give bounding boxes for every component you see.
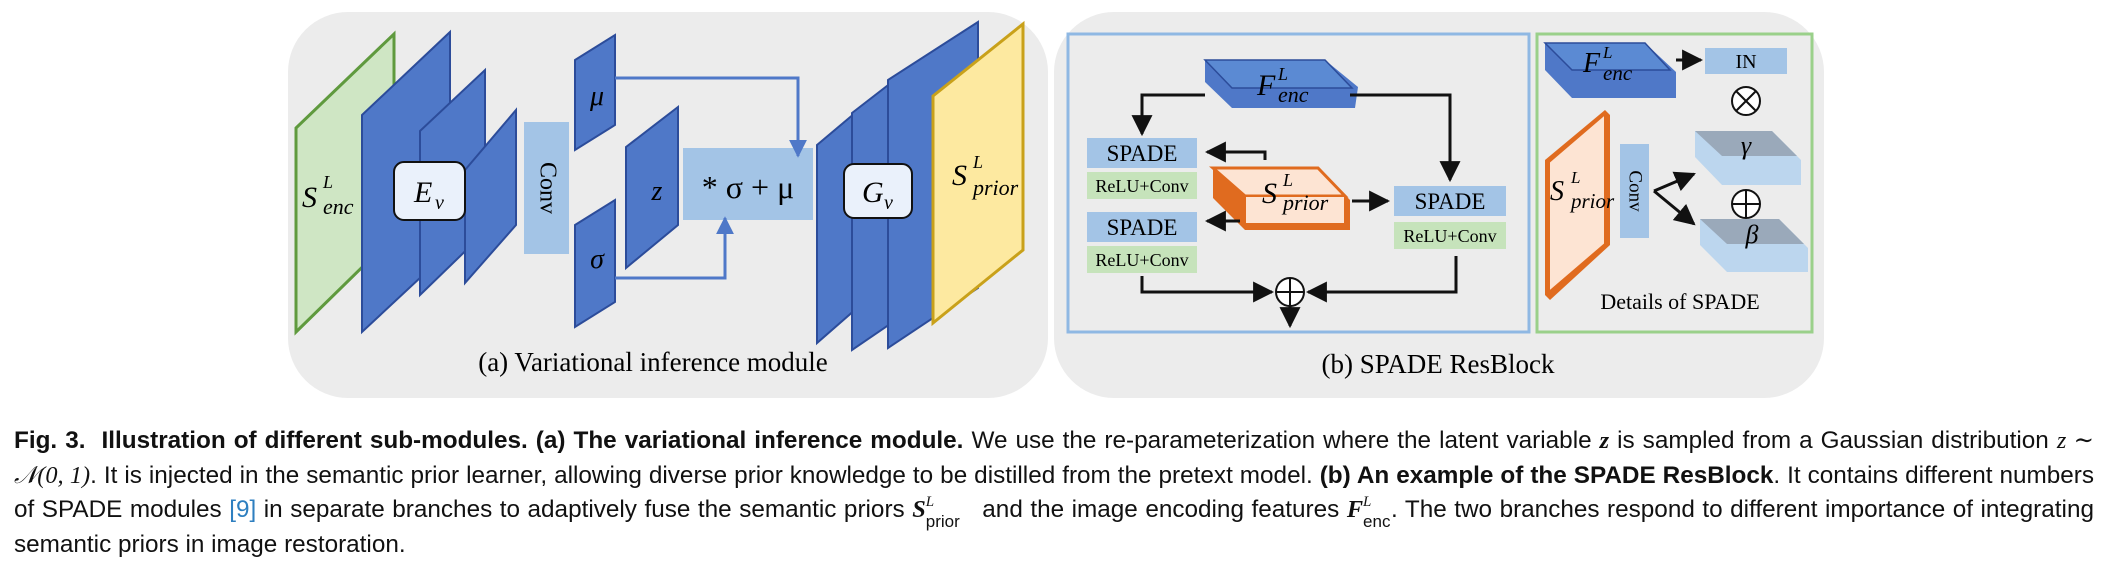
gamma-block: γ	[1695, 131, 1801, 185]
caption-t6: and the image encoding features	[982, 496, 1340, 523]
g-v-main: G	[862, 176, 884, 209]
f-enc-block-c: F L enc	[1543, 42, 1676, 98]
g-v-sub: v	[884, 192, 893, 214]
beta-label: β	[1745, 220, 1759, 249]
times-node	[1731, 86, 1761, 116]
sum-node-b	[1275, 277, 1305, 307]
spade-3: SPADE	[1394, 186, 1506, 216]
caption-a-label: (a) The variational inference module.	[535, 427, 964, 454]
conv-label-c: Conv	[1625, 170, 1646, 212]
f-enc-sup-c: L	[1602, 43, 1612, 62]
caption-z: z	[1599, 427, 1610, 454]
caption-t5: in separate branches to adaptively fuse …	[263, 496, 905, 523]
sigma-label: σ	[590, 244, 605, 275]
caption-f-main: F	[1346, 496, 1364, 523]
spade-2: SPADE	[1087, 212, 1197, 242]
panel-a-caption: (a) Variational inference module	[478, 347, 828, 377]
caption-b-label: (b) An example of the SPADE ResBlock	[1319, 461, 1774, 489]
relu-conv-3: ReLU+Conv	[1394, 222, 1506, 249]
reparam-arrows	[615, 76, 807, 280]
reparam-box: * σ + μ	[683, 148, 813, 220]
in-box: IN	[1705, 48, 1787, 74]
mu-block: μ	[574, 33, 616, 152]
spade-resblock-frame	[1066, 32, 1531, 334]
s-prior-main-b: S	[1262, 177, 1277, 210]
relu-conv-3-label: ReLU+Conv	[1403, 226, 1496, 246]
s-prior-block-b: S L prior	[1209, 166, 1350, 230]
s-prior-main-c: S	[1550, 176, 1564, 207]
encoder-blocks	[361, 29, 517, 335]
s-prior-block-c: S L prior	[1545, 110, 1615, 300]
resblock-arrows	[1131, 93, 1461, 329]
f-enc-main-c: F	[1582, 48, 1601, 79]
reparam-label: * σ + μ	[702, 169, 794, 205]
panel-a: S L enc E v Conv μ σ	[288, 12, 1048, 398]
z-block: z	[625, 104, 679, 271]
caption-s-sup: L	[925, 494, 935, 510]
conv-label-a: Conv	[534, 162, 560, 214]
relu-conv-1-label: ReLU+Conv	[1095, 176, 1188, 196]
f-enc-sub-c: enc	[1603, 61, 1633, 85]
relu-conv-1: ReLU+Conv	[1087, 172, 1197, 199]
caption-t1: We use the re-parameterization where the…	[971, 427, 1592, 454]
s-prior-main-a: S	[952, 159, 967, 192]
g-v-box: G v	[843, 163, 913, 219]
sigma-block: σ	[574, 198, 616, 329]
s-prior-sub-c: prior	[1569, 189, 1615, 213]
relu-conv-2-label: ReLU+Conv	[1095, 250, 1188, 270]
caption-t2: is sampled from a Gaussian distribution	[1617, 427, 2049, 454]
panel-b: F L enc SPADE ReLU+Conv SPADE ReLU+Conv …	[1054, 12, 1824, 398]
caption-title: Illustration of different sub-modules.	[101, 427, 528, 454]
f-enc-main-b: F	[1256, 69, 1276, 102]
figure-caption: Fig. 3. Illustration of different sub-mo…	[14, 424, 2094, 562]
caption-t4: . It contains different numbers of SPADE…	[14, 461, 2094, 524]
z-label: z	[651, 176, 663, 207]
caption-s-main: S	[912, 496, 926, 523]
caption-dist: z ∼ 𝒩(0, 1)	[14, 427, 2094, 489]
s-prior-sup-a: L	[972, 152, 983, 172]
conv-block-a: Conv	[524, 122, 569, 254]
s-enc-sup: L	[322, 172, 333, 192]
s-enc-main: S	[302, 181, 317, 214]
f-enc-sup-b: L	[1277, 64, 1288, 84]
spade-1: SPADE	[1087, 138, 1197, 168]
s-prior-sup-b: L	[1282, 170, 1293, 190]
caption-t7: . The two branches respond to different …	[14, 496, 2094, 558]
s-prior-sub-a: prior	[971, 175, 1019, 200]
spade-details-frame	[1535, 32, 1814, 334]
s-prior-sup-c: L	[1570, 168, 1580, 187]
caption-f-sub: enc	[1363, 512, 1391, 531]
in-label: IN	[1735, 51, 1756, 73]
gamma-label: γ	[1741, 131, 1752, 160]
caption-f-sup: L	[1363, 494, 1372, 510]
panel-b-caption: (b) SPADE ResBlock	[1321, 349, 1555, 379]
fig-label: Fig. 3.	[14, 427, 86, 454]
s-prior-plane-a: S L prior	[931, 20, 1025, 327]
conv-to-gamma-beta-arrows	[1653, 171, 1696, 226]
f-enc-sub-b: enc	[1278, 82, 1309, 107]
reference-link[interactable]: [9]	[229, 496, 257, 523]
conv-block-c: Conv	[1620, 144, 1649, 238]
plus-node-c	[1731, 189, 1761, 219]
e-v-main: E	[413, 176, 432, 209]
s-enc-sub: enc	[323, 194, 354, 219]
f-enc-block-b: F L enc	[1203, 59, 1358, 108]
figure: S L enc E v Conv μ σ	[288, 12, 1824, 398]
spade-1-label: SPADE	[1107, 141, 1178, 166]
caption-s-sub: prior	[925, 512, 960, 531]
e-v-sub: v	[435, 192, 444, 214]
e-v-box: E v	[393, 161, 466, 221]
relu-conv-2: ReLU+Conv	[1087, 246, 1197, 273]
s-prior-sub-b: prior	[1281, 190, 1329, 215]
caption-t3: . It is injected in the semantic prior l…	[90, 461, 1313, 489]
mu-label: μ	[589, 81, 604, 112]
spade-2-label: SPADE	[1107, 215, 1178, 240]
beta-block: β	[1700, 219, 1808, 272]
details-label: Details of SPADE	[1600, 289, 1759, 314]
spade-3-label: SPADE	[1415, 189, 1486, 214]
